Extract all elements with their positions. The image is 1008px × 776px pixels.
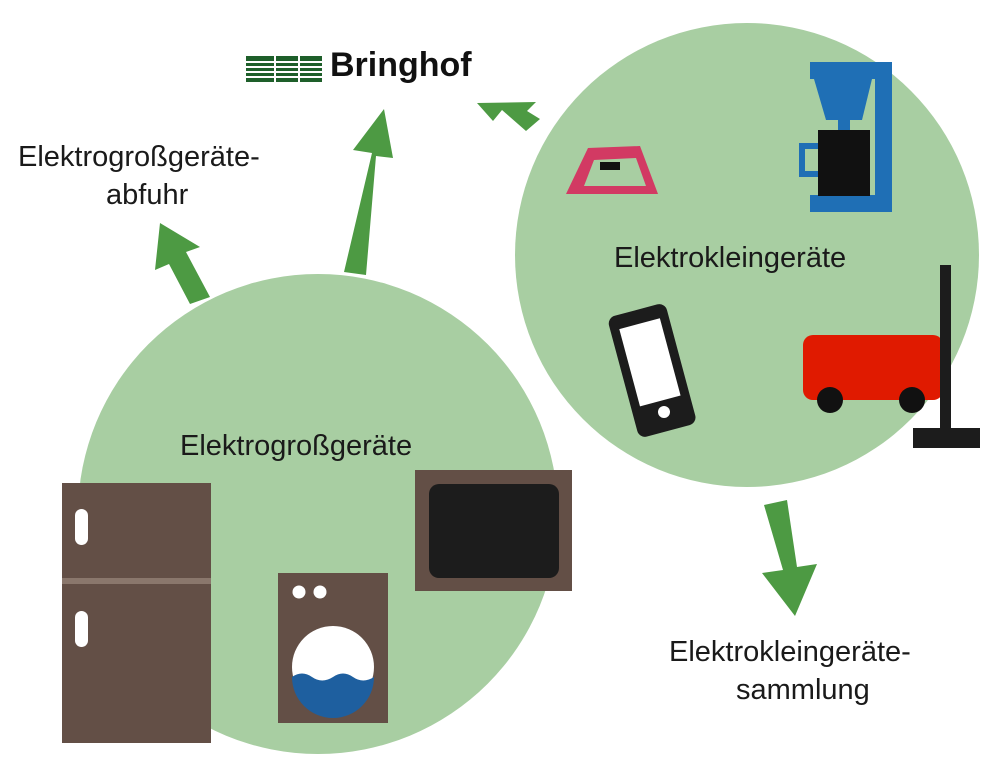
vacuum-cleaner-icon (803, 265, 980, 448)
washing-machine-icon (278, 573, 388, 723)
bringhof-label: Bringhof (330, 46, 472, 84)
fridge-icon (62, 483, 211, 743)
arrow-to-bringhof-from-small (477, 102, 540, 131)
large-pickup-label-line1: Elektrogroßgeräte- (18, 141, 260, 173)
arrow-to-large-pickup (155, 223, 210, 304)
iron-icon (566, 146, 658, 194)
smartphone-icon (608, 304, 696, 437)
zfa-logo-icon (246, 56, 322, 82)
small-appliances-label: Elektrokleingeräte (614, 242, 847, 274)
coffee-machine-icon (799, 62, 892, 212)
arrow-to-small-collection (762, 500, 817, 616)
large-appliances-label: Elektrogroßgeräte (180, 430, 413, 462)
microwave-icon (415, 470, 572, 591)
small-collection-label-line1: Elektrokleingeräte- (669, 636, 911, 668)
small-collection-label-line2: sammlung (736, 674, 870, 706)
large-pickup-label-line2: abfuhr (106, 179, 189, 211)
arrow-to-bringhof-from-large (344, 109, 393, 275)
